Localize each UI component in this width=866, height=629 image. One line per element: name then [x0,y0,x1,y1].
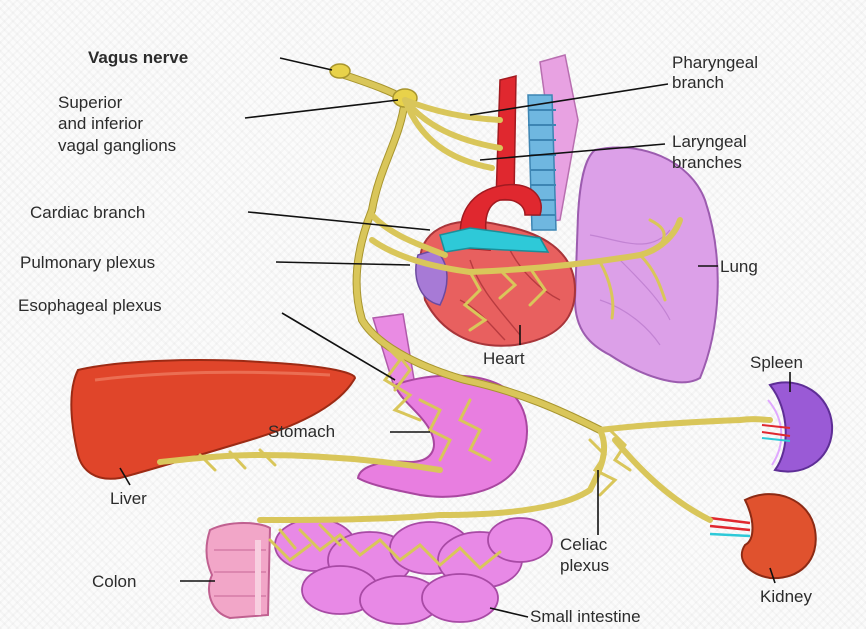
label-pharyngeal-branch-line1: Pharyngeal [672,53,758,72]
label-vagus-nerve: Vagus nerve [88,48,188,67]
lung [575,147,718,382]
label-lung: Lung [720,257,758,276]
kidney [742,494,816,578]
label-pulmonary-plexus: Pulmonary plexus [20,253,155,272]
label-cardiac-branch: Cardiac branch [30,203,145,222]
label-celiac-line1: Celiac [560,535,608,554]
carotid-artery [496,76,516,200]
label-celiac-line2: plexus [560,556,609,575]
label-ganglions-line3: vagal ganglions [58,136,176,155]
label-ganglions-line2: and inferior [58,114,143,133]
label-pharyngeal-branch-line2: branch [672,73,724,92]
label-stomach: Stomach [268,422,335,441]
label-kidney: Kidney [760,587,812,606]
label-laryngeal-line1: Laryngeal [672,132,747,151]
small-intestine [275,518,552,624]
label-ganglions-line1: Superior [58,93,123,112]
label-laryngeal-line2: branches [672,153,742,172]
pulmonary-artery [440,228,548,252]
label-colon: Colon [92,572,136,591]
label-spleen: Spleen [750,353,803,372]
heart-left-atrium [416,250,447,305]
label-esophageal-plexus: Esophageal plexus [18,296,162,315]
label-liver: Liver [110,489,147,508]
label-heart: Heart [483,349,525,368]
label-small-intestine: Small intestine [530,607,641,626]
